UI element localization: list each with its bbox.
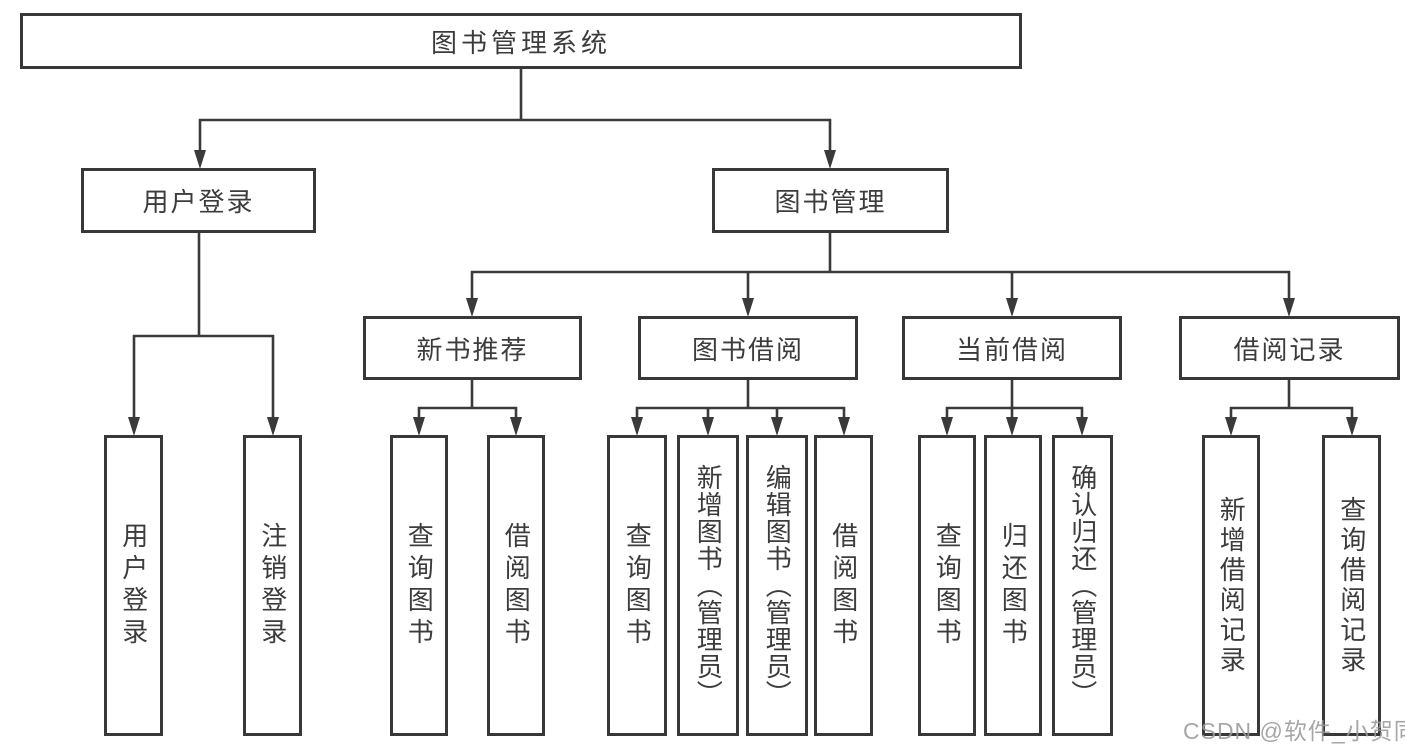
node-records-query-record: 查询借阅记录	[1322, 435, 1381, 736]
node-current-return-book: 归还图书	[984, 435, 1042, 736]
node-label: 查询借阅记录	[1336, 495, 1367, 676]
csdn-watermark: CSDN @软件_小贺同学	[1183, 718, 1405, 744]
node-label: 编辑图书（管理员）	[762, 464, 793, 707]
node-book-management: 图书管理	[712, 168, 949, 233]
node-label: 图书管理系统	[430, 27, 611, 58]
node-borrowing-borrow-book: 借阅图书	[814, 435, 873, 736]
node-label: 归还图书	[998, 521, 1029, 650]
node-label: 借阅图书	[828, 521, 859, 650]
node-label: 当前借阅	[955, 334, 1068, 365]
node-label: 查询图书	[622, 521, 653, 650]
node-book-borrowing: 图书借阅	[638, 316, 858, 380]
node-label: 图书管理	[774, 187, 887, 217]
node-borrowing-edit-book-admin: 编辑图书（管理员）	[746, 435, 808, 736]
node-newbook-borrow-book: 借阅图书	[487, 435, 545, 736]
node-label: 借阅记录	[1233, 334, 1346, 365]
node-label: 用户登录	[118, 521, 149, 650]
node-borrowing-records: 借阅记录	[1179, 316, 1400, 380]
node-new-book-recommend: 新书推荐	[363, 316, 582, 380]
node-label: 确认归还（管理员）	[1067, 464, 1098, 707]
node-label: 新增图书（管理员）	[693, 464, 724, 707]
node-label: 新增借阅记录	[1216, 495, 1247, 676]
node-borrowing-add-book-admin: 新增图书（管理员）	[677, 435, 739, 736]
node-label: 借阅图书	[501, 521, 532, 650]
node-current-confirm-return-admin: 确认归还（管理员）	[1052, 435, 1113, 736]
node-label: 注销登录	[257, 521, 288, 650]
node-leaf-user-login: 用户登录	[104, 435, 163, 736]
node-label: 查询图书	[932, 521, 963, 650]
node-records-add-record: 新增借阅记录	[1202, 435, 1260, 736]
node-user-login: 用户登录	[81, 168, 316, 233]
node-newbook-query-book: 查询图书	[390, 435, 448, 736]
node-label: 新书推荐	[416, 334, 529, 365]
node-library-management-system: 图书管理系统	[20, 13, 1022, 69]
node-current-query-book: 查询图书	[918, 435, 976, 736]
node-label: 用户登录	[142, 187, 255, 217]
node-leaf-logout: 注销登录	[243, 435, 302, 736]
node-label: 查询图书	[404, 521, 435, 650]
node-current-borrowing: 当前借阅	[902, 316, 1122, 380]
node-borrowing-query-book: 查询图书	[607, 435, 667, 736]
node-label: 图书借阅	[691, 334, 804, 365]
